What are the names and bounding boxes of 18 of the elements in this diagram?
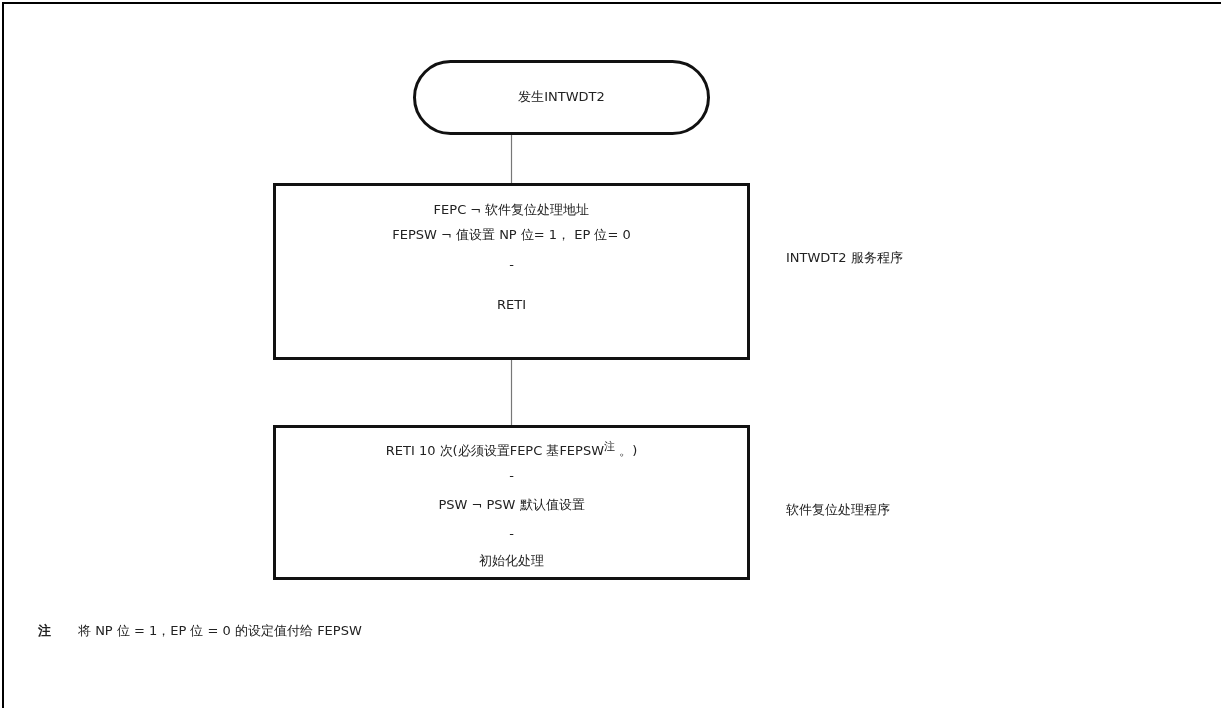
connector-line (510, 134, 513, 184)
step-text: - (508, 256, 515, 274)
step-text: - (508, 525, 515, 543)
process-box (273, 425, 750, 580)
step-text: PSW ¬ PSW 默认值设置 (437, 496, 586, 514)
step-text: 初始化处理 (478, 552, 545, 570)
step-text: RETI (496, 296, 527, 314)
step-text: - (508, 467, 515, 485)
step-text: FEPC ¬ 软件复位处理地址 (432, 201, 591, 219)
step-text: RETI 10 次(必须设置FEPC 基FEPSW$^{注}$ 。) (384, 439, 639, 461)
note-text: 将 NP 位 = 1，EP 位 = 0 的设定值付给 FEPSW (78, 622, 362, 640)
step-text: 发生INTWDT2 (517, 88, 606, 106)
routine-label: 软件复位处理程序 (786, 501, 890, 519)
connector-line (510, 359, 513, 426)
step-text: FEPSW ¬ 值设置 NP 位= 1， EP 位= 0 (391, 226, 632, 244)
note-mark: 注 (38, 622, 51, 640)
process-box (273, 183, 750, 360)
routine-label: INTWDT2 服务程序 (786, 249, 903, 267)
